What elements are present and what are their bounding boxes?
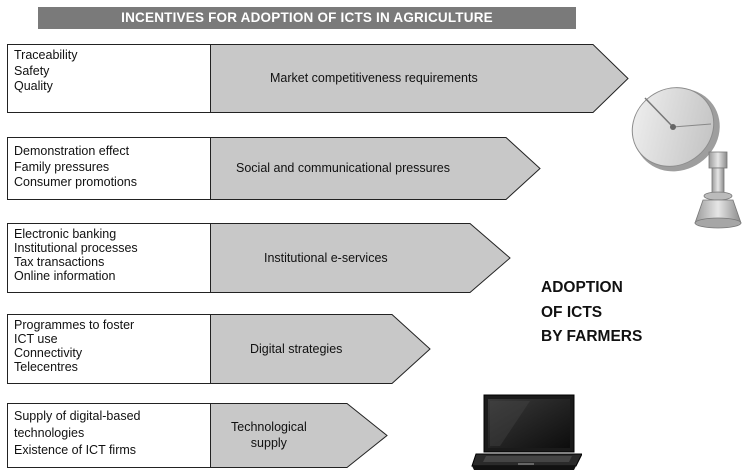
incentive-label-line: Social and communicational pressures: [236, 161, 450, 175]
incentive-label: Market competitiveness requirements: [270, 71, 478, 85]
adoption-line: BY FARMERS: [541, 328, 643, 345]
factor-item: Electronic banking: [14, 227, 117, 241]
factor-list: Supply of digital-based technologies Exi…: [7, 403, 211, 468]
incentive-arrow: [210, 314, 431, 384]
factor-list: Demonstration effect Family pressures Co…: [7, 137, 211, 200]
factor-list: Programmes to foster ICT use Connectivit…: [7, 314, 211, 384]
diagram-title: INCENTIVES FOR ADOPTION OF ICTS IN AGRIC…: [38, 7, 576, 29]
factor-item: Telecentres: [14, 360, 78, 374]
incentive-label-line: supply: [250, 436, 287, 450]
incentive-label-line: Institutional e-services: [264, 251, 388, 265]
factor-item: Supply of digital-based: [14, 409, 141, 423]
incentive-arrow: [210, 137, 541, 200]
satellite-dish-icon: [631, 87, 742, 229]
laptop-icon: [471, 394, 582, 470]
factor-item: Connectivity: [14, 346, 83, 360]
factor-item: Tax transactions: [14, 255, 105, 269]
factor-item: Existence of ICT firms: [14, 443, 137, 457]
incentive-arrow: [210, 44, 629, 113]
factor-list: Electronic banking Institutional process…: [7, 223, 211, 293]
incentive-label-line: Digital strategies: [250, 342, 343, 356]
factor-item: Consumer promotions: [14, 175, 137, 189]
factor-item: technologies: [14, 426, 85, 440]
incentive-arrow: [210, 403, 388, 468]
factor-item: Demonstration effect: [14, 144, 130, 158]
factor-item: Safety: [14, 63, 50, 78]
factor-item: Quality: [14, 79, 53, 93]
factor-item: Family pressures: [14, 159, 110, 174]
factor-list: Traceability Safety Quality: [7, 44, 211, 113]
incentive-label: Digital strategies: [250, 342, 342, 356]
adoption-line: ADOPTION: [541, 279, 623, 296]
factor-item: ICT use: [14, 332, 58, 346]
incentive-label-line: Technological: [231, 420, 307, 434]
incentive-label: Technological supply: [231, 419, 307, 451]
factor-item: Programmes to foster: [14, 318, 135, 332]
incentive-label: Social and communicational pressures: [236, 161, 450, 175]
incentive-label-line: Market competitiveness requirements: [270, 71, 478, 85]
adoption-outcome-label: ADOPTION OF ICTS BY FARMERS: [541, 276, 642, 350]
factor-item: Institutional processes: [14, 241, 138, 255]
incentive-label: Institutional e-services: [264, 251, 388, 265]
adoption-line: OF ICTS: [541, 303, 603, 321]
incentive-arrow: [210, 223, 511, 293]
factor-item: Online information: [14, 269, 116, 283]
factor-item: Traceability: [14, 48, 78, 62]
